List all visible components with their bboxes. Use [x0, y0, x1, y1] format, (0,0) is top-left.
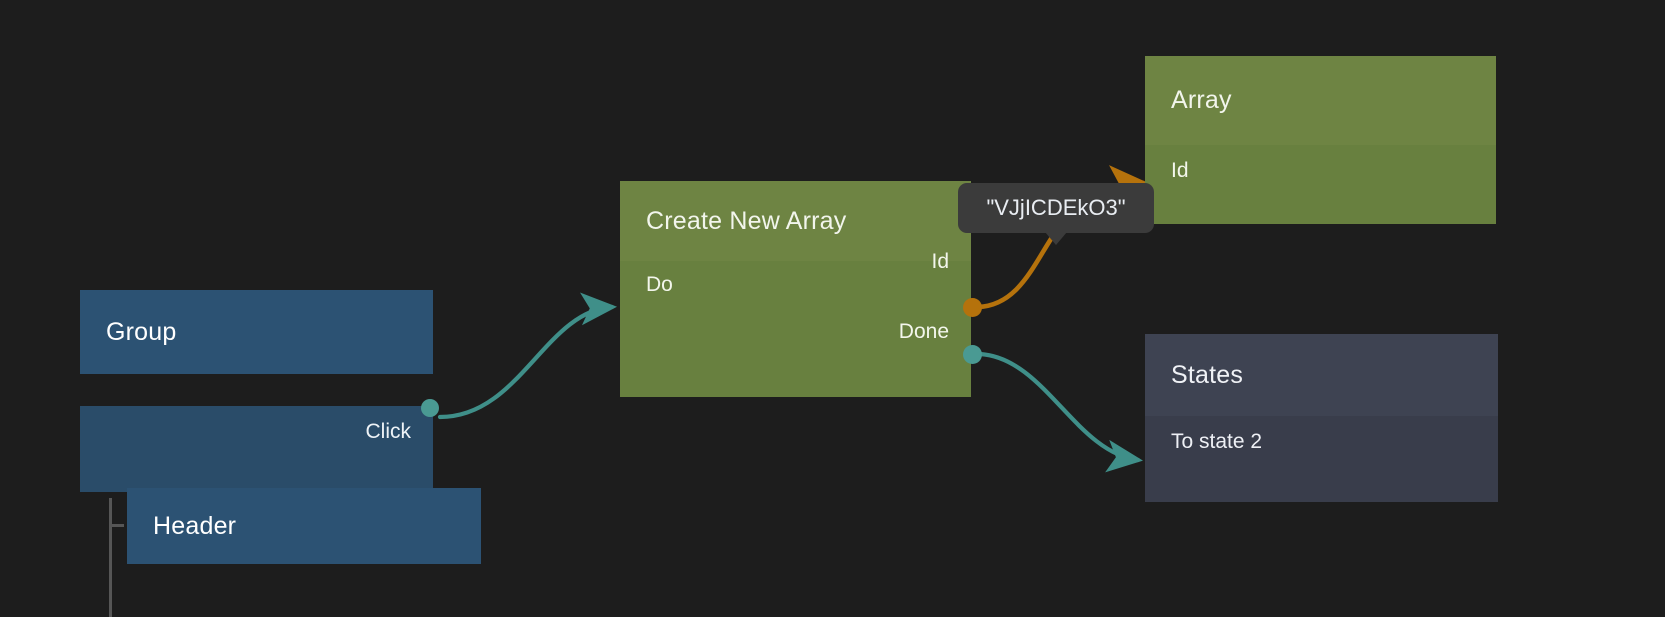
node-array-input-id[interactable]: Id	[1145, 145, 1496, 197]
node-states-header[interactable]: States	[1145, 334, 1498, 416]
port-create-new-array-id[interactable]	[963, 298, 982, 317]
node-header[interactable]: Header	[127, 488, 481, 564]
node-array[interactable]: Array Id	[1145, 56, 1496, 224]
value-tooltip: "VJjICDEkO3"	[958, 183, 1154, 245]
node-states-input-to-state-2-label: To state 2	[1171, 430, 1263, 453]
tree-connector-branch	[109, 524, 124, 527]
node-group[interactable]: Group Click	[80, 290, 439, 492]
node-group-body: Click	[80, 406, 433, 492]
node-array-input-id-label: Id	[1171, 159, 1189, 182]
node-array-header[interactable]: Array	[1145, 56, 1496, 145]
node-group-header[interactable]: Group	[80, 290, 433, 374]
node-header-title: Header	[153, 511, 237, 540]
node-create-new-array-input-do-label: Do	[646, 272, 673, 296]
node-create-new-array-output-done[interactable]: Done	[620, 308, 971, 355]
node-states-input-to-state-2[interactable]: To state 2	[1145, 416, 1498, 468]
node-create-new-array-input-do[interactable]: Do	[620, 261, 971, 308]
node-array-title: Array	[1171, 86, 1232, 114]
wire-group-click-to-create-do	[437, 292, 618, 420]
node-array-body: Id	[1145, 145, 1496, 224]
node-states-title: States	[1171, 360, 1244, 389]
node-states-body: To state 2	[1145, 416, 1498, 502]
node-create-new-array[interactable]: Create New Array Do Id Done	[620, 181, 982, 397]
node-group-title: Group	[106, 317, 177, 346]
node-header-header[interactable]: Header	[127, 488, 481, 564]
node-states[interactable]: States To state 2	[1145, 334, 1498, 502]
wire-create-done-to-states	[977, 351, 1143, 473]
tooltip-tail-icon	[1045, 232, 1067, 245]
node-group-output-click[interactable]: Click	[80, 406, 433, 458]
node-create-new-array-header[interactable]: Create New Array	[620, 181, 971, 261]
port-create-new-array-done[interactable]	[963, 345, 982, 364]
port-group-click[interactable]	[421, 399, 439, 417]
node-create-new-array-output-id-label: Id	[931, 249, 949, 273]
value-tooltip-text: "VJjICDEkO3"	[986, 195, 1126, 220]
node-create-new-array-body: Do Id Done	[620, 250, 971, 397]
tree-connector-vertical	[109, 498, 112, 617]
node-create-new-array-output-done-label: Done	[898, 319, 949, 343]
node-group-output-click-label: Click	[365, 420, 412, 443]
node-create-new-array-title: Create New Array	[646, 206, 847, 235]
